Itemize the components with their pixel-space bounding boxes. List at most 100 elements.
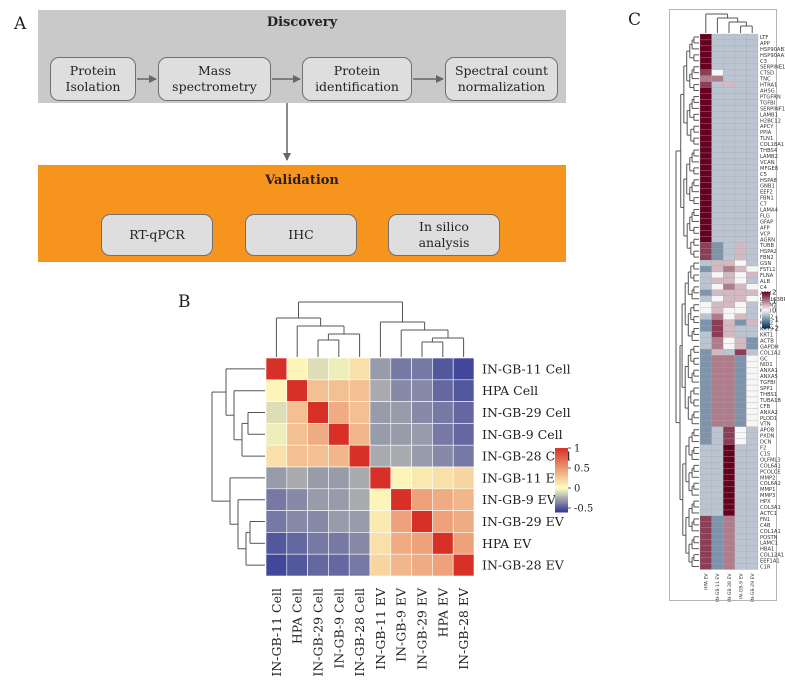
gene-label: COL12A1 — [760, 553, 784, 559]
heatmap-cell-c — [723, 384, 735, 392]
heatmap-cell-c — [711, 242, 724, 249]
heatmap-cell-c — [734, 236, 747, 243]
heatmap-cell-c — [746, 402, 759, 409]
gene-label: TNC — [759, 77, 771, 83]
heatmap-cell-c — [699, 63, 712, 70]
heatmap-cell-c — [723, 289, 735, 296]
heatmap-cell-c — [746, 200, 759, 207]
heatmap-cell-c — [734, 390, 747, 398]
heatmap-cell-c — [699, 527, 712, 534]
heatmap-cell-c — [746, 265, 759, 273]
heatmap-cell-c — [699, 69, 712, 76]
heatmap-cell-c — [699, 325, 712, 332]
heatmap-cell-c — [711, 259, 724, 267]
heatmap-cell-c — [746, 57, 759, 64]
legend-gradient-step — [555, 502, 568, 505]
heatmap-cell-c — [746, 325, 759, 332]
heatmap-cell-c — [699, 57, 712, 64]
heatmap-cell-c — [746, 408, 759, 415]
legend-gradient-step — [555, 449, 568, 452]
gene-label: ACTC1 — [760, 511, 777, 517]
heatmap-cell-c — [723, 390, 735, 398]
column-dendrogram-c — [705, 13, 753, 33]
heatmap-cell-c — [711, 194, 724, 201]
heatmap-cell-c — [746, 497, 759, 505]
legend-gradient-step — [555, 483, 568, 486]
heatmap-cell-c — [734, 289, 747, 296]
heatmap-cell-c — [711, 468, 724, 475]
heatmap-cell-c — [723, 295, 735, 302]
legend-gradient-step — [555, 457, 568, 460]
heatmap-cell-c — [699, 545, 712, 552]
heatmap-cell-c — [723, 509, 735, 517]
legend-gradient-step — [555, 452, 568, 455]
gene-label: MFGE8 — [760, 166, 778, 172]
heatmap-cell-c — [711, 509, 724, 517]
heatmap-cell-c — [699, 218, 712, 225]
gene-label: FLG — [760, 213, 770, 219]
gene-label: TGFBI — [759, 100, 776, 106]
heatmap-cell-c — [711, 105, 724, 112]
gene-label: TLN1 — [759, 136, 773, 142]
heatmap-cell-c — [699, 188, 712, 195]
heatmap-cell-c — [711, 557, 724, 564]
legend-gradient-step-c — [762, 295, 770, 298]
heatmap-cell-c — [734, 99, 747, 106]
heatmap-cell-c — [723, 373, 735, 380]
heatmap-cell-c — [711, 521, 724, 528]
legend-gradient-step — [555, 480, 568, 483]
heatmap-cell-c — [746, 349, 759, 356]
gene-label: FSTL1 — [760, 267, 776, 273]
heatmap-cell-c — [711, 265, 724, 273]
heatmap-cell-c — [723, 331, 735, 338]
gene-label: H2BC12 — [760, 118, 781, 124]
gene-label: TUBA1B — [759, 398, 781, 404]
heatmap-cell-c — [699, 129, 712, 136]
heatmap-cell-c — [699, 277, 712, 285]
heatmap-cell-c — [746, 295, 759, 302]
gene-label: APOB — [760, 428, 775, 434]
heatmap-cell-c — [734, 218, 747, 225]
row-label: IN-GB-9 EV — [482, 492, 557, 507]
heatmap-cell-c — [723, 254, 735, 261]
gene-label: C7 — [760, 202, 767, 208]
legend-gradient-step-c — [762, 296, 770, 299]
heatmap-cell-c — [699, 414, 712, 421]
heatmap-cell-c — [699, 480, 712, 487]
heatmap-cell-c — [734, 45, 747, 52]
heatmap-cell-c — [746, 361, 759, 368]
legend-gradient-step — [555, 500, 568, 503]
legend-gradient-step-c — [762, 322, 770, 324]
heatmap-cell-c — [711, 135, 724, 142]
gene-label: HBA1 — [760, 547, 774, 553]
heatmap-cell-c — [711, 503, 724, 511]
heatmap-cell-c — [723, 503, 735, 511]
gene-label: FBN1 — [760, 196, 774, 202]
step-protein-identification: Protein identification — [302, 57, 412, 101]
gene-label: THBS4 — [759, 148, 778, 154]
heatmap-cell-c — [711, 206, 724, 213]
heatmap-cell-c — [699, 254, 712, 261]
heatmap-cell-c — [734, 420, 747, 427]
heatmap-cell-c — [711, 182, 724, 189]
legend-gradient-step — [555, 491, 568, 494]
gene-label: LTF — [760, 35, 768, 41]
heatmap-cell-c — [699, 349, 712, 356]
heatmap-cell-c — [723, 164, 735, 171]
step-protein-isolation: Protein Isolation — [50, 57, 136, 101]
heatmap-cell-c — [734, 551, 747, 558]
gene-label: C5 — [760, 172, 767, 178]
heatmap-cell-c — [723, 361, 735, 368]
heatmap-cell-c — [734, 492, 747, 499]
column-label: IN-GB-28 EV — [456, 587, 471, 670]
heatmap-cell-c — [746, 390, 759, 398]
heatmap-cell-c — [734, 521, 747, 528]
heatmap-cell-c — [699, 99, 712, 106]
heatmap-cell-c — [746, 259, 759, 267]
gene-label: FN1 — [760, 517, 770, 523]
heatmap-cell-c — [711, 289, 724, 296]
legend-gradient-step — [555, 478, 568, 481]
row-label: HPA EV — [482, 536, 532, 551]
legend-gradient-step — [555, 473, 568, 476]
